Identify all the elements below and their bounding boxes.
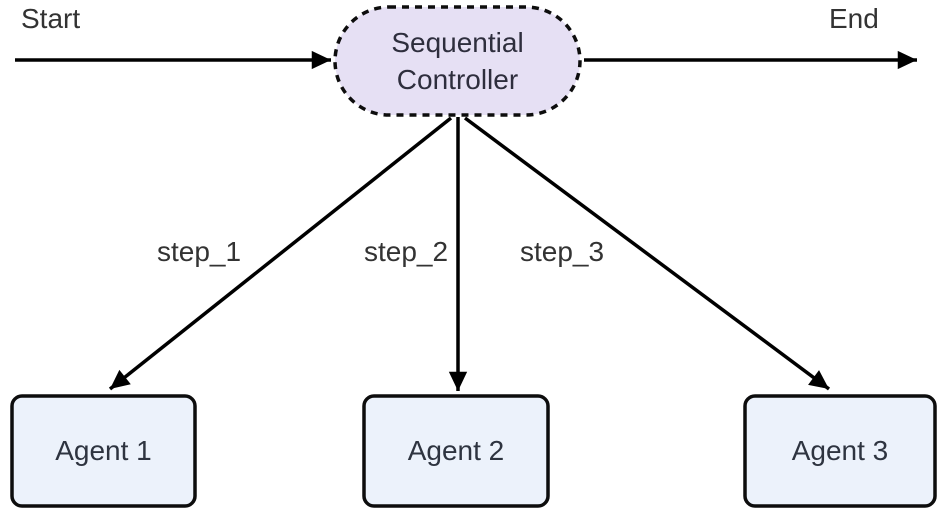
edge-controller-to-agent3 <box>463 116 831 391</box>
edge-controller-to-agent1 <box>108 116 453 391</box>
node-agent2: Agent 2 <box>407 435 505 466</box>
node-sequential-controller: Sequential Controller <box>333 5 582 117</box>
node-shape-sequential-controller <box>333 5 582 117</box>
node-shape-agent2 <box>362 394 550 508</box>
end-label: End <box>829 3 879 34</box>
node-shape-agent1 <box>10 394 197 508</box>
node-shape-agent3 <box>743 394 937 508</box>
controller-label-line1: Sequential <box>391 27 524 58</box>
node-agent1: Agent 1 <box>55 435 152 466</box>
node-agent3: Agent 3 <box>791 435 889 466</box>
start-label: Start <box>21 3 81 34</box>
edge-label-step2: step_2 <box>363 236 449 267</box>
controller-label-line2: Controller <box>396 64 519 95</box>
edge-label-step3: step_3 <box>519 236 605 267</box>
edge-label-step1: step_1 <box>156 236 242 267</box>
